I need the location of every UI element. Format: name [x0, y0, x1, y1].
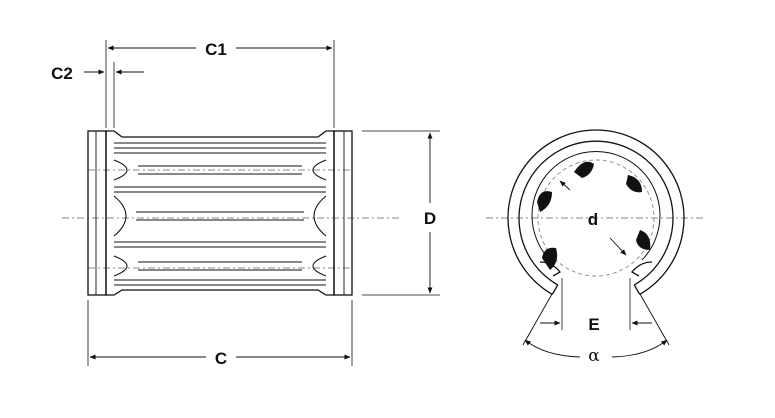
- side-view: [62, 40, 440, 366]
- ball-elements: [537, 161, 651, 270]
- side-centerlines: [62, 169, 400, 269]
- bearing-body: [105, 130, 335, 296]
- right-flange: [333, 130, 353, 296]
- dim-alpha: [522, 293, 670, 358]
- ball-upper-right: [626, 175, 642, 193]
- label-d-inner: d: [588, 210, 598, 229]
- label-e: E: [588, 315, 599, 334]
- label-alpha: α: [588, 346, 600, 366]
- label-c: C: [215, 349, 227, 368]
- inner-ring-2: [531, 151, 661, 261]
- outer-ring: [507, 129, 685, 295]
- ball-upper-left: [537, 191, 552, 212]
- end-view: [486, 129, 706, 358]
- side-extension-lines: [87, 40, 440, 366]
- ball-lower-right: [636, 230, 651, 250]
- inner-ring: [518, 140, 674, 286]
- label-c1: C1: [205, 40, 227, 59]
- side-grooves: [113, 142, 327, 286]
- ball-lower-left: [542, 247, 558, 270]
- left-flange: [87, 130, 107, 296]
- label-d-outer: D: [424, 209, 436, 228]
- ball-top: [574, 161, 594, 178]
- label-c2: C2: [51, 64, 73, 83]
- dim-d-inner: [559, 180, 627, 256]
- inner-bore-dashed: [537, 159, 655, 277]
